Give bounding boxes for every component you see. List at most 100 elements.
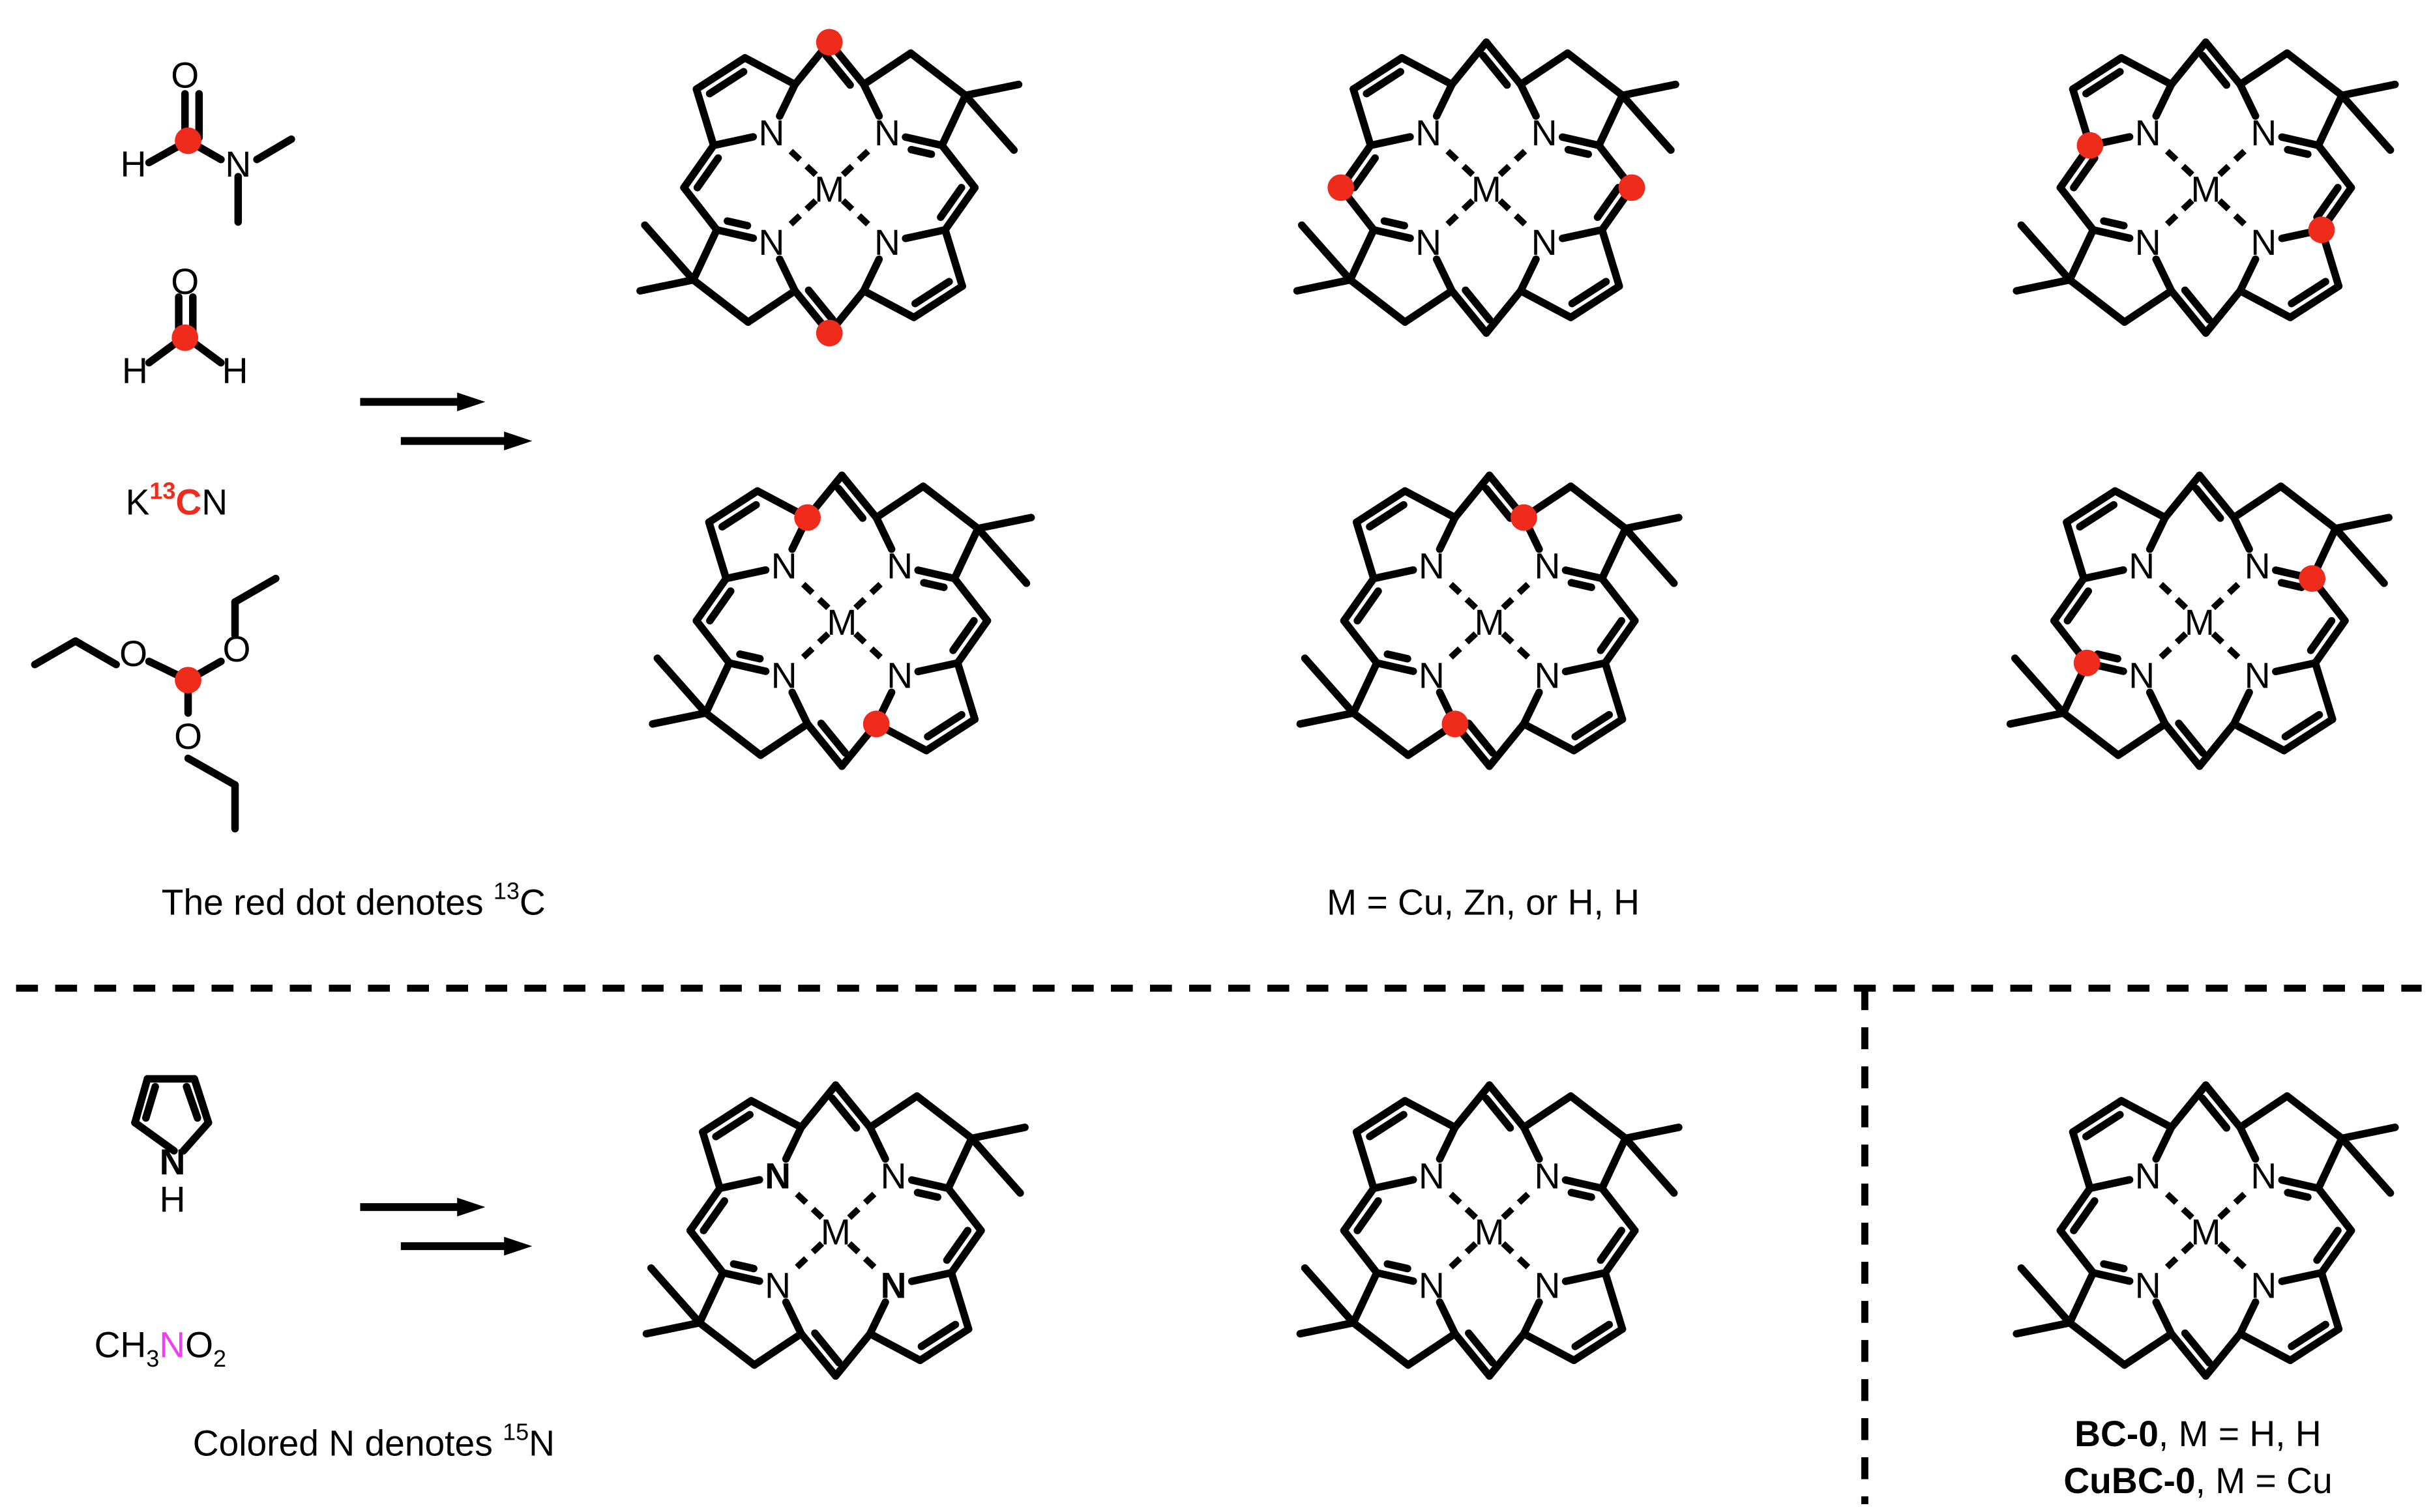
bond	[2283, 49, 2346, 100]
bond	[2236, 80, 2260, 120]
note-13c: The red dot denotes 13C	[162, 878, 546, 923]
nitrogen-label: N	[2135, 222, 2161, 263]
bond	[722, 566, 770, 583]
bond	[860, 287, 918, 321]
bond	[2278, 133, 2322, 149]
nitrogen-label: N	[771, 656, 797, 696]
nitrogen-label: N	[2250, 113, 2277, 153]
bond	[1370, 566, 1417, 583]
orthoformate-oxygen-1: O	[119, 633, 147, 674]
bond	[692, 617, 733, 667]
coordination-bond	[2217, 144, 2251, 177]
note-15n-element: N	[529, 1423, 555, 1464]
double-bond-line	[693, 154, 722, 192]
bond	[2236, 255, 2260, 295]
bond	[1349, 1318, 1412, 1369]
note-15n-isotope: 15	[503, 1419, 529, 1446]
bond	[1436, 1298, 1459, 1338]
bond	[699, 1128, 724, 1193]
bond	[832, 1081, 874, 1131]
coordination-bond	[2154, 577, 2189, 611]
double-bond-line	[2076, 501, 2118, 531]
bond	[725, 659, 770, 675]
bond	[944, 1134, 976, 1193]
coordination-bond	[2154, 631, 2189, 664]
bond	[1451, 1081, 1494, 1131]
bond	[1297, 221, 1354, 284]
bond	[692, 574, 730, 625]
coordination-bond	[1501, 631, 1535, 664]
bond	[1520, 688, 1543, 728]
bond	[913, 1092, 976, 1142]
bc0-desc: , M = H, H	[2159, 1414, 2322, 1454]
bond	[907, 49, 969, 100]
bond	[832, 1330, 874, 1380]
bond	[1621, 1124, 1683, 1142]
bond	[2117, 1097, 2175, 1131]
bond	[2117, 54, 2175, 89]
nitrogen-label: N	[1419, 1156, 1445, 1196]
bond	[1621, 525, 1678, 587]
metal-label: M	[821, 1212, 851, 1253]
bond	[1563, 49, 1627, 100]
double-bond-line	[1462, 286, 1494, 324]
bond	[1296, 709, 1357, 728]
metal-label: M	[1475, 602, 1505, 643]
bond	[2017, 221, 2074, 284]
bond	[860, 49, 915, 89]
bond	[1451, 1330, 1494, 1380]
double-bond-line	[1597, 1227, 1625, 1264]
bond	[2331, 525, 2388, 587]
double-bond-line	[1482, 1094, 1514, 1132]
orthoformate-oxygen-3: O	[174, 716, 202, 757]
bond	[2230, 514, 2253, 553]
double-bond-line	[1353, 587, 1382, 625]
nitrogen-label: N	[2135, 1156, 2161, 1196]
metal-note: M = Cu, Zn, or H, H	[1327, 882, 1640, 923]
bond	[2065, 1318, 2129, 1369]
bond	[2167, 1081, 2210, 1131]
coordination-bond	[784, 144, 818, 177]
coordination-bond	[1501, 1241, 1535, 1274]
bond	[1432, 255, 1456, 295]
nitrogen-label: N	[1535, 546, 1561, 587]
bond	[2338, 91, 2395, 154]
double-bond-line	[1482, 484, 1514, 522]
nitrogen-label: N	[887, 546, 913, 587]
nitrogen-label: N	[2245, 546, 2271, 587]
bond	[756, 720, 812, 759]
bond	[686, 1227, 727, 1277]
double-bond-line	[1597, 617, 1625, 654]
bond	[1349, 709, 1412, 759]
bond	[2013, 276, 2074, 295]
nitrogen-label: N	[1535, 1265, 1561, 1305]
bond	[2236, 1092, 2291, 1131]
bond	[2202, 287, 2245, 337]
bond	[974, 514, 1035, 532]
bond	[797, 1081, 840, 1131]
kcn-carbon: C	[175, 482, 201, 522]
bond	[941, 225, 966, 290]
coordination-bond	[840, 144, 875, 177]
bond	[797, 1330, 840, 1380]
13c-dot	[816, 319, 843, 347]
bond	[744, 287, 799, 326]
bond	[1370, 1176, 1417, 1193]
bond	[2056, 1184, 2094, 1234]
nitrogen-label: N	[874, 113, 900, 153]
bond	[916, 1325, 973, 1365]
bond	[2278, 1176, 2322, 1193]
bond	[782, 1298, 805, 1338]
double-bond-line	[736, 650, 764, 663]
bond	[2167, 287, 2210, 337]
bond	[919, 482, 982, 532]
bond	[1349, 85, 1375, 149]
bond	[1366, 133, 1414, 149]
bond	[2338, 1134, 2395, 1197]
double-bond-line	[1380, 217, 1408, 229]
bond	[1398, 54, 1456, 89]
